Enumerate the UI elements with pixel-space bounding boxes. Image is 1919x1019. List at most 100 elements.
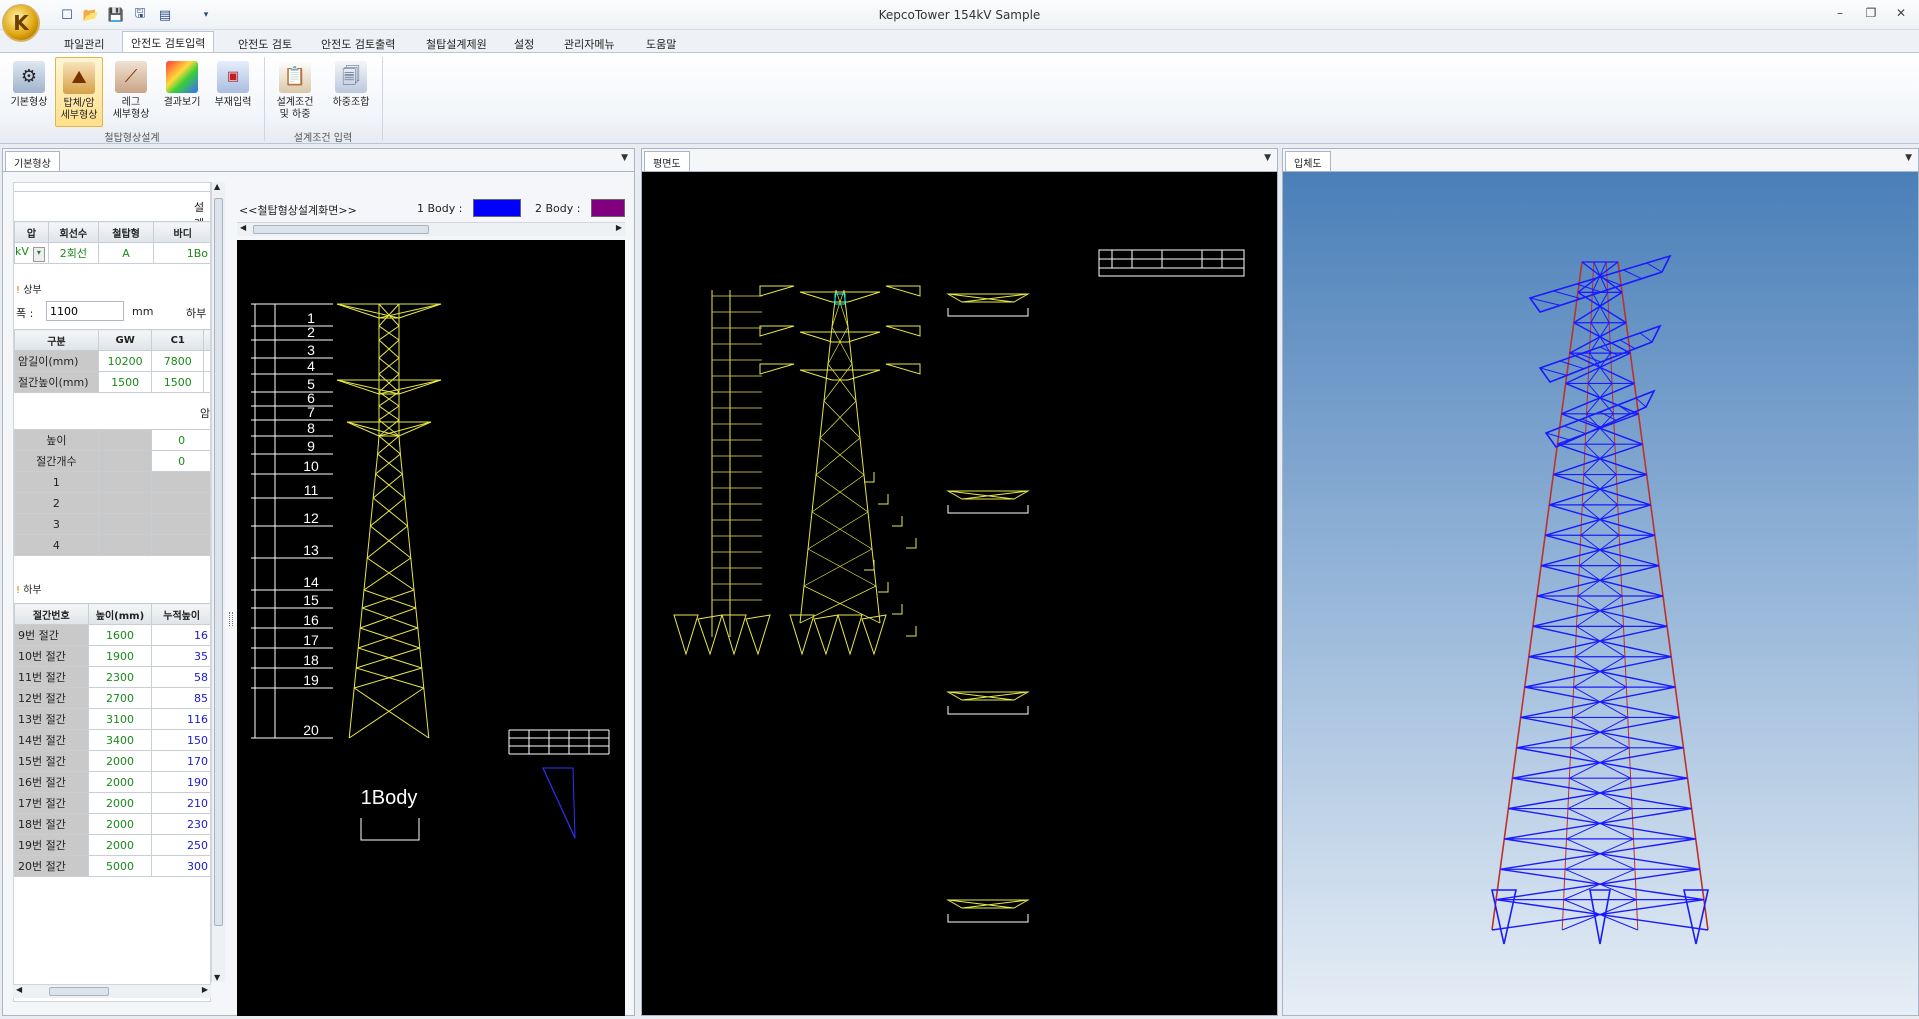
- tower-brace: [378, 373, 400, 393]
- chevron-down-icon[interactable]: ▼: [1905, 153, 1912, 163]
- tower-leg: [827, 326, 833, 365]
- tower-leg: [1620, 565, 1623, 597]
- body-cell[interactable]: 1Bo: [153, 242, 210, 264]
- grid-horizontal-scrollbar[interactable]: ◀ ▶: [13, 984, 211, 998]
- width-input[interactable]: [46, 301, 124, 321]
- tab-settings[interactable]: 설정: [514, 38, 535, 51]
- basic-shape-button[interactable]: ⚙ 기본형상: [6, 57, 52, 127]
- close-button[interactable]: ✕: [1895, 6, 1907, 20]
- tab-basic-shape[interactable]: 기본형상: [5, 151, 60, 171]
- customize-icon[interactable]: ▾: [203, 10, 209, 20]
- tower-leg: [1654, 535, 1660, 566]
- tab-plan-view[interactable]: 평면도: [644, 151, 690, 171]
- chevron-down-icon[interactable]: ▼: [621, 153, 628, 163]
- scroll-left-icon[interactable]: ◀: [16, 985, 23, 994]
- section-dimension: [947, 706, 1029, 715]
- tab-safety-review[interactable]: 안전도 검토: [238, 38, 293, 51]
- design-condition-button[interactable]: 📋 설계조건 및 하중: [270, 57, 320, 127]
- tower-brace: [1571, 686, 1627, 718]
- tower-leg: [867, 511, 873, 550]
- result-view-button[interactable]: 결과보기: [158, 57, 206, 127]
- tab-safety-output[interactable]: 안전도 검토출력: [321, 38, 396, 51]
- application-menu-button[interactable]: K: [2, 4, 40, 42]
- grid-vertical-scrollbar[interactable]: ▲ ▼: [211, 182, 225, 982]
- minimize-button[interactable]: –: [1837, 6, 1843, 20]
- tower-leg: [1571, 687, 1575, 718]
- cross-arm-brace: [1579, 353, 1602, 363]
- plan-view-panel: 평면도 ▼: [641, 148, 1278, 1016]
- circuit-count-cell[interactable]: 2회선: [47, 242, 99, 264]
- scroll-right-icon[interactable]: ▶: [201, 985, 208, 994]
- tower-brace: [1579, 534, 1620, 567]
- scroll-right-icon[interactable]: ▶: [615, 223, 622, 232]
- voltage-select[interactable]: kV▾: [14, 242, 49, 264]
- design-horizontal-scrollbar[interactable]: ◀ ▶: [237, 222, 625, 236]
- member-input-button[interactable]: ▣ 부재입력: [210, 57, 256, 127]
- arm-tip: [759, 325, 795, 337]
- load-combination-button[interactable]: 🗐 하중조합: [326, 57, 376, 127]
- tower-leg: [875, 585, 881, 624]
- scroll-left-icon[interactable]: ◀: [240, 223, 247, 232]
- ribbon-group-separator: [264, 57, 265, 141]
- leg-footing: [673, 614, 699, 656]
- tab-file[interactable]: 파일관리: [64, 38, 105, 51]
- tower-leg: [404, 497, 409, 527]
- cross-arm-brace: [378, 421, 432, 437]
- scroll-thumb[interactable]: [253, 225, 429, 234]
- tab-safety-input[interactable]: 안전도 검토입력: [122, 31, 215, 52]
- splitter-handle[interactable]: [229, 612, 233, 626]
- chevron-down-icon[interactable]: ▼: [1264, 153, 1271, 163]
- new-icon[interactable]: ☐: [61, 7, 73, 23]
- tower-arm-detail-button[interactable]: ⛰ 탑체/암 세부형상: [55, 57, 103, 127]
- tower-leg: [1532, 595, 1538, 627]
- tower-type-cell[interactable]: A: [97, 242, 155, 264]
- tower-brace: [1569, 322, 1627, 354]
- leg-detail-button[interactable]: ⟋ 레그 세부형상: [108, 57, 154, 127]
- open-icon[interactable]: 📂: [82, 7, 100, 23]
- cross-arm-brace: [1576, 283, 1602, 293]
- tower-brace: [358, 627, 418, 649]
- tab-admin[interactable]: 관리자메뉴: [564, 38, 615, 51]
- tower-brace: [1524, 656, 1672, 688]
- panel-number-label: 4: [307, 358, 315, 374]
- tower-brace: [378, 357, 400, 375]
- tower-brace: [356, 647, 420, 669]
- tower-brace: [1566, 838, 1636, 870]
- tab-help[interactable]: 도움말: [646, 38, 677, 51]
- plan-view-canvas[interactable]: [642, 171, 1277, 1015]
- tower-leg: [1608, 322, 1612, 354]
- 3d-view-canvas[interactable]: [1283, 171, 1918, 1015]
- save-icon[interactable]: 💾: [107, 7, 125, 23]
- tower-leg: [1622, 626, 1626, 657]
- body2-color-swatch[interactable]: [591, 199, 625, 217]
- tab-tower-specs[interactable]: 철탑설계제원: [426, 38, 487, 51]
- leg-footing: [745, 614, 771, 656]
- cross-arm-brace: [1623, 269, 1642, 280]
- lower-side-label: 하부: [186, 307, 207, 320]
- legend-grid: [508, 729, 610, 755]
- tower-brace: [1571, 717, 1630, 749]
- tower-leg: [401, 473, 406, 499]
- tower-leg: [348, 687, 355, 739]
- scroll-down-icon[interactable]: ▼: [214, 973, 221, 982]
- title-block: [1098, 249, 1245, 277]
- tower-leg: [855, 400, 861, 439]
- scroll-up-icon[interactable]: ▲: [214, 182, 221, 191]
- chevron-down-icon[interactable]: ▾: [32, 246, 45, 262]
- restore-button[interactable]: ❐: [1865, 6, 1877, 20]
- panel-number-label: 15: [303, 592, 319, 608]
- save-as-icon[interactable]: 🖫: [134, 6, 146, 21]
- tower-brace: [1532, 625, 1672, 658]
- tab-3d-view[interactable]: 입체도: [1285, 151, 1331, 171]
- tower-brace: [1557, 443, 1647, 476]
- tower-brace: [1573, 322, 1631, 354]
- print-icon[interactable]: ▤: [158, 7, 172, 23]
- body1-color-swatch[interactable]: [473, 199, 521, 217]
- tower-brace: [1591, 292, 1610, 323]
- result-view-icon: [166, 61, 198, 93]
- tower-brace: [377, 453, 403, 475]
- scroll-thumb[interactable]: [214, 198, 223, 926]
- scroll-thumb[interactable]: [49, 987, 109, 996]
